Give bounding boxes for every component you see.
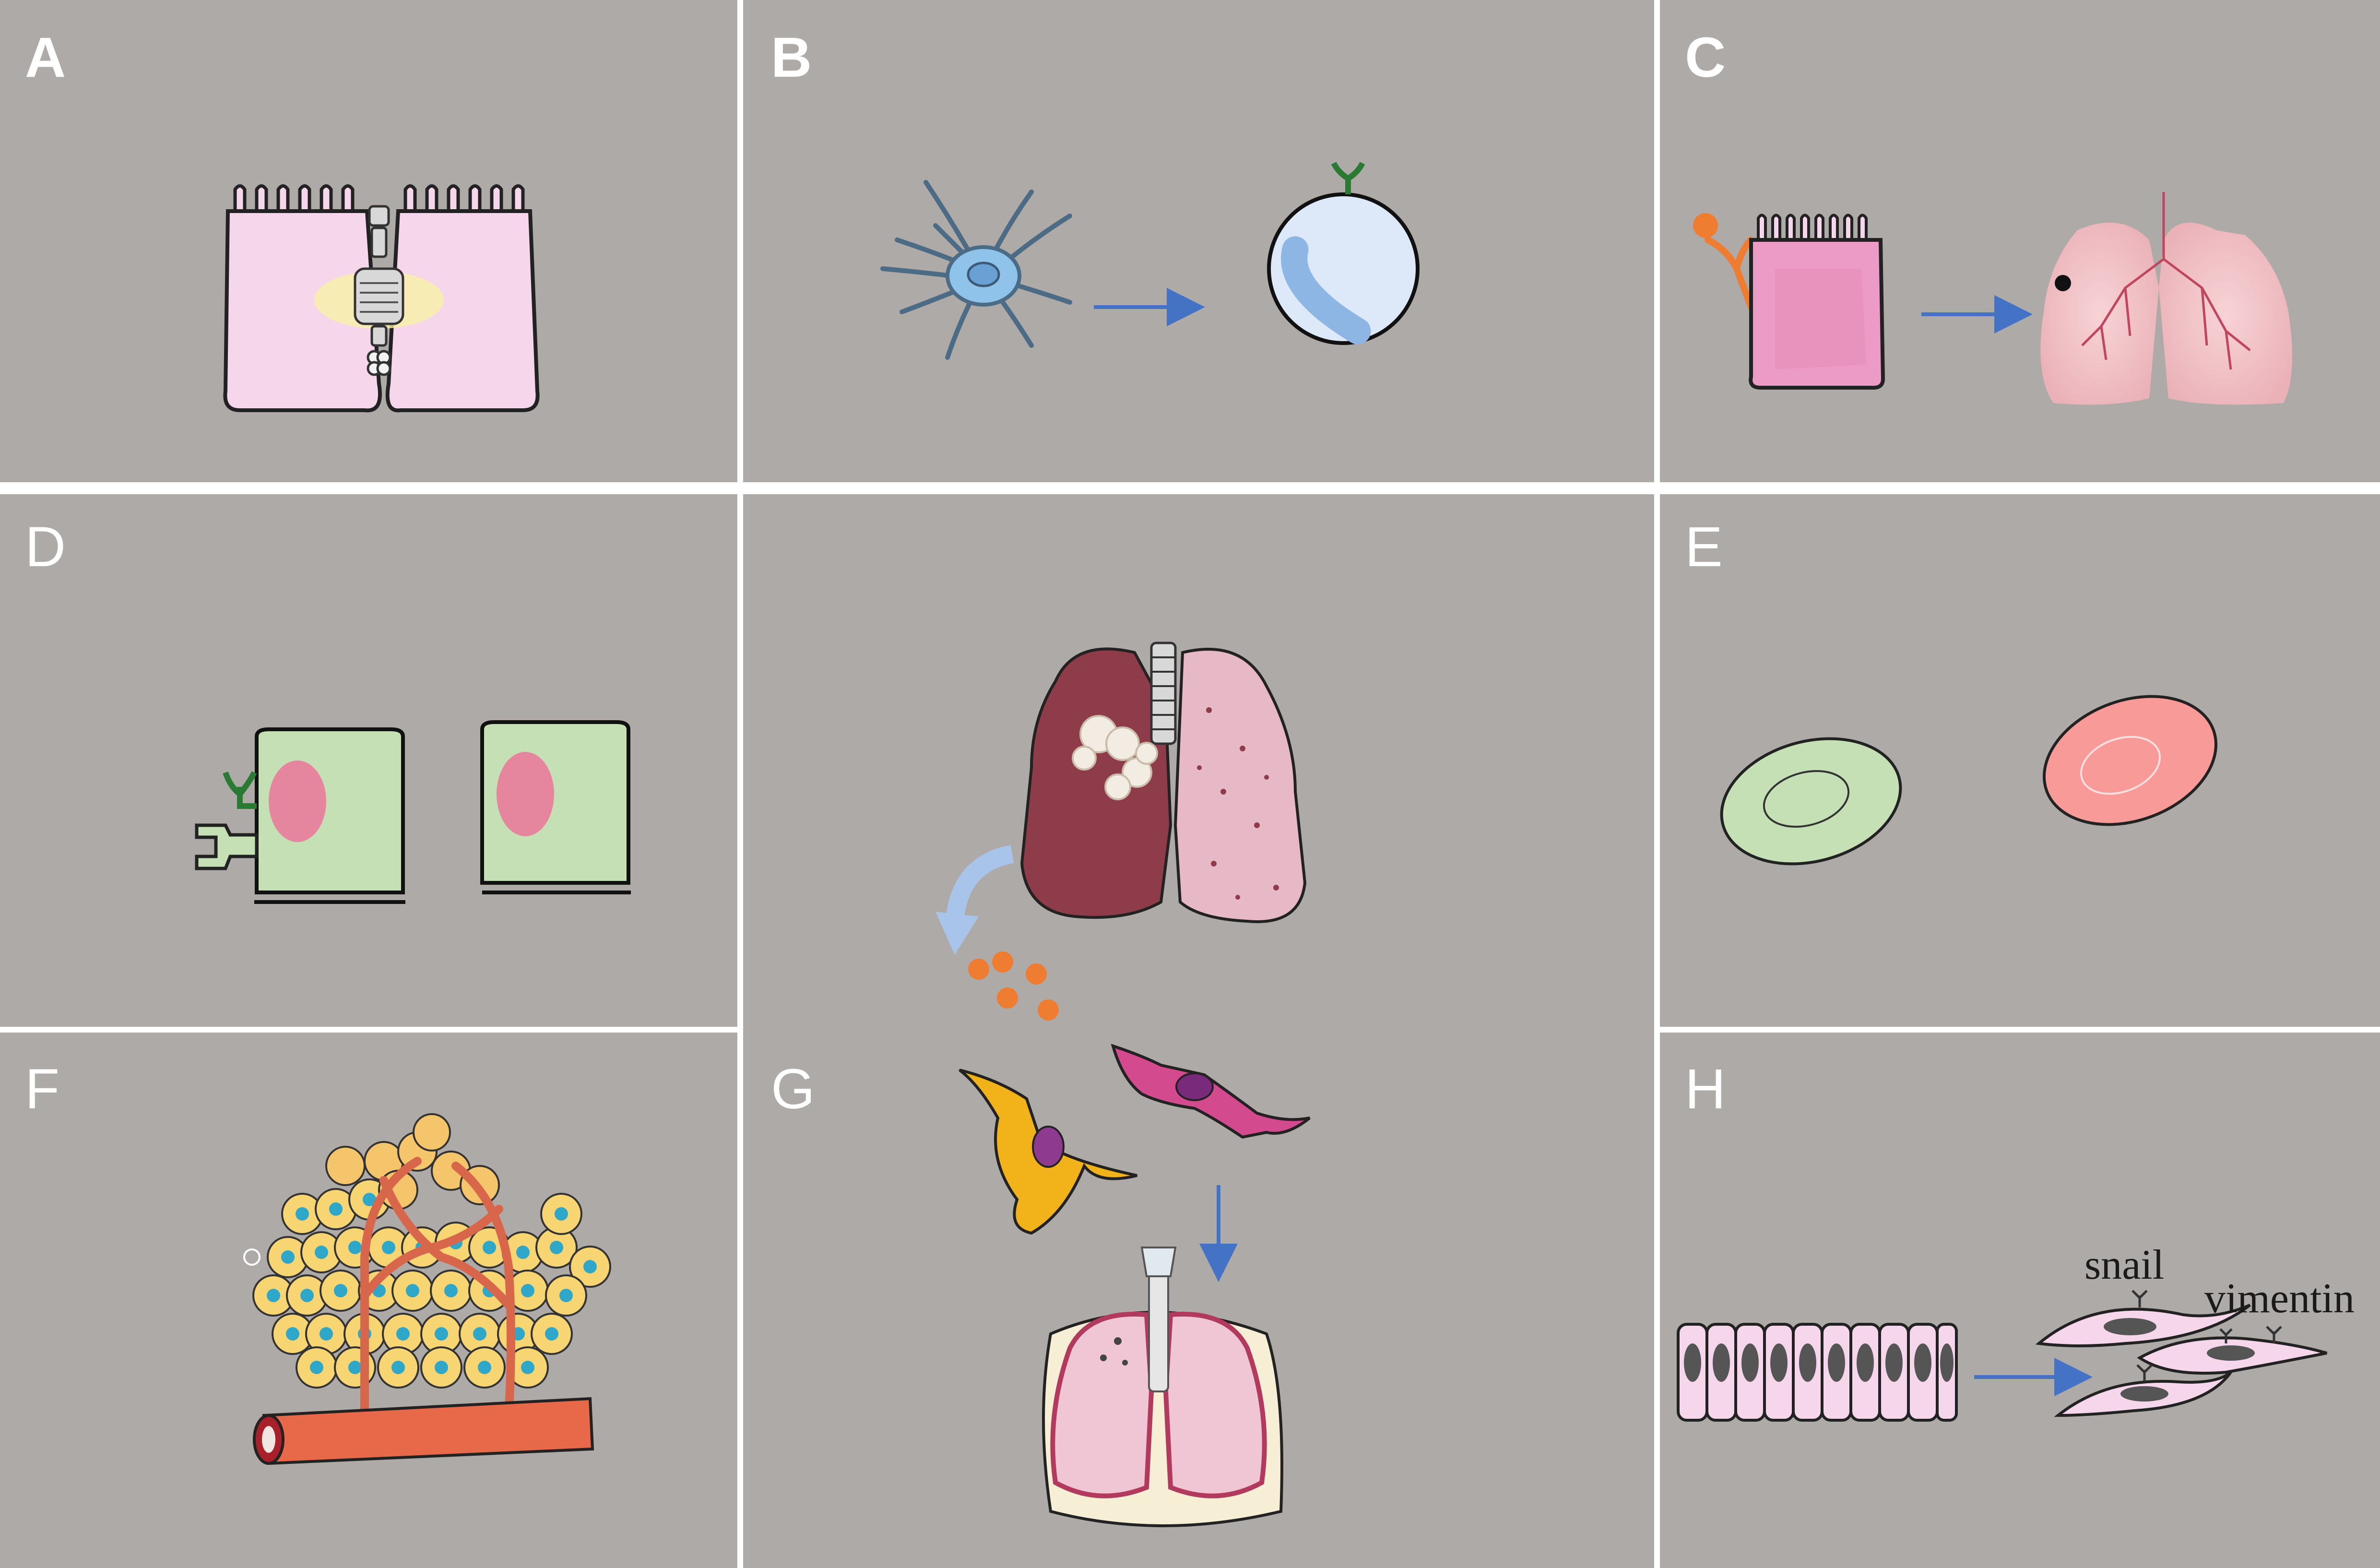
marker-label-snail: snail [2084, 1242, 2164, 1288]
panel-label-e: E [1685, 515, 1723, 579]
panel-label-d: D [25, 515, 66, 579]
panel-label-h: H [1685, 1057, 1726, 1121]
green-cell-illustration [1720, 737, 1902, 866]
red-cell-illustration [2042, 695, 2218, 826]
cell-with-receptor-illustration [195, 727, 405, 904]
lungs-illustration-c [2040, 192, 2292, 405]
migrating-cells-illustration [959, 1044, 1311, 1235]
panel-e: E [1685, 515, 2218, 866]
thoracic-lungs-illustration [1042, 1247, 1283, 1527]
marker-label-vimentin: vimentin [2204, 1275, 2355, 1322]
panel-label-f: F [25, 1057, 59, 1121]
mesenchymal-cells-illustration [2035, 1290, 2327, 1417]
panel-label-c: C [1685, 26, 1726, 89]
panel-label-g: G [771, 1057, 815, 1121]
panel-b: B [771, 26, 1420, 360]
epithelial-cell-with-branch-illustration [1693, 213, 1885, 390]
tumor-angiogenesis-illustration [243, 1113, 611, 1465]
cell-without-receptor-illustration [480, 720, 631, 894]
panel-g: G [771, 1044, 1311, 1527]
panel-label-a: A [25, 26, 66, 89]
panel-c: C [1685, 26, 2292, 405]
epithelial-cells-tight-junction-illustration [223, 184, 540, 413]
center-lungs-tumor-illustration [935, 641, 1307, 1021]
round-cell-with-receptor-illustration [1267, 162, 1420, 345]
dendritic-cell-illustration [880, 180, 1072, 360]
panel-label-b: B [771, 26, 812, 89]
panel-f: F [25, 1057, 611, 1465]
epithelial-cell-row-illustration [1677, 1323, 1958, 1422]
panel-h: H [1677, 1057, 2355, 1422]
panel-a: A [25, 26, 540, 413]
panel-d: D [25, 515, 631, 904]
